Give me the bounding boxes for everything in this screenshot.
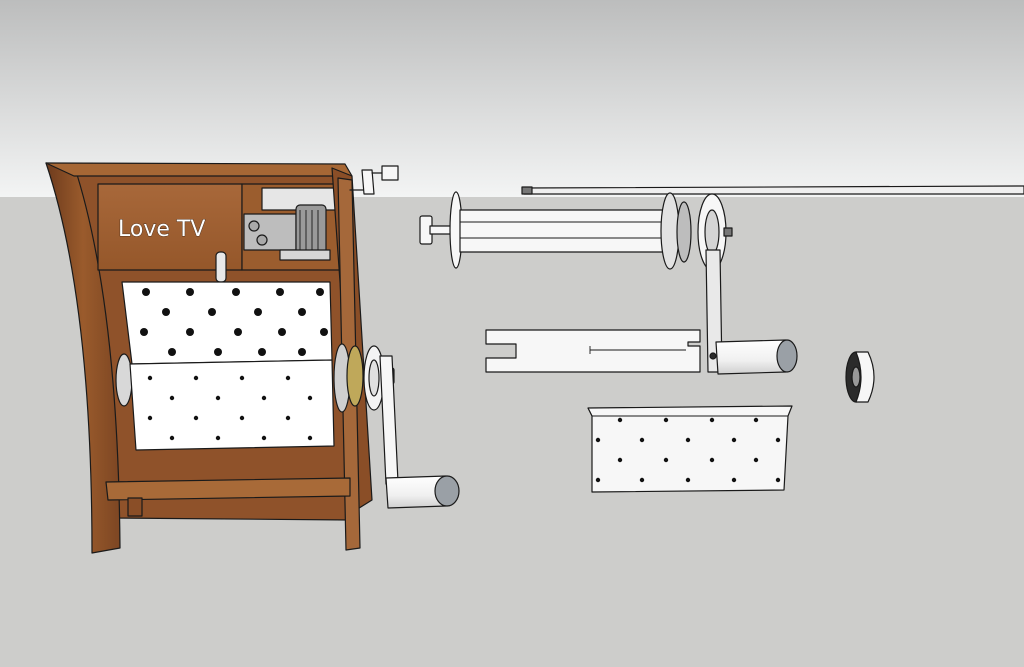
forked-spacer-bar [485,329,701,373]
box-bottom-shelf [105,477,351,501]
lower-paper-dots [147,375,313,441]
music-box-mechanism [243,187,337,261]
sign-text: Love TV [118,217,205,242]
exploded-crank-handle [705,249,798,375]
top-crank [349,165,399,195]
peg [215,251,227,283]
long-rod [521,185,1024,195]
box-foot-left [127,497,143,517]
box-top-rim [45,162,353,177]
flat-paper-panel [587,405,793,493]
box-left-side [45,162,121,554]
box-crank-handle [379,355,460,509]
upper-paper-dots [140,288,328,356]
bearing-ring [845,351,875,403]
panel-dots [595,417,781,483]
roller-left-end [115,353,133,407]
assembled-box: Love TV [45,162,460,554]
lower-paper-roll [129,359,335,451]
